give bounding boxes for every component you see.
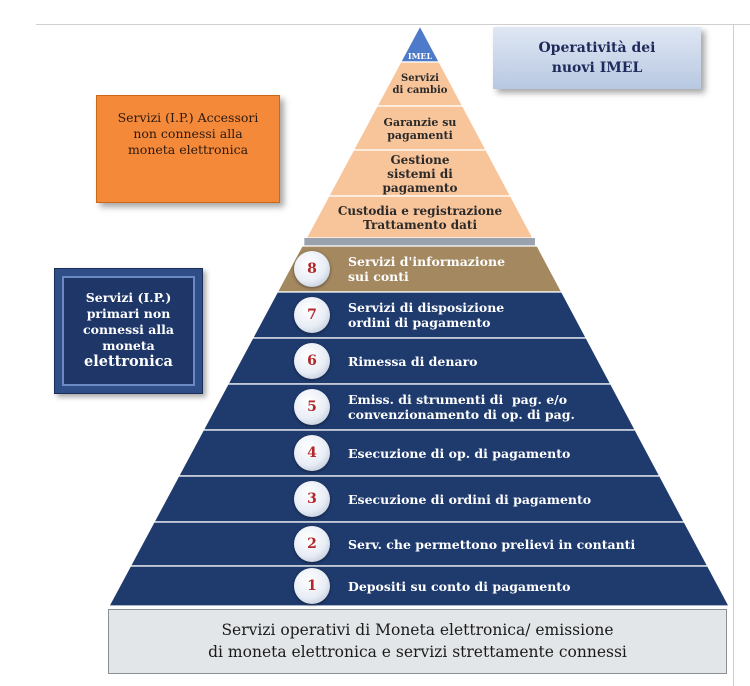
right-border-line (733, 24, 734, 686)
level-6-number-badge: 6 (294, 343, 330, 379)
level-8-number-badge: 8 (294, 251, 330, 287)
level-1-band (107, 565, 730, 607)
level-3-label: Esecuzione di ordini di pagamento (348, 491, 592, 507)
level-5-number-badge: 5 (294, 389, 330, 425)
primary-services-text: Servizi (I.P.) primari non connessi alla… (83, 290, 174, 353)
tier-garanzie-label: Garanzie su pagamenti (383, 116, 457, 142)
level-2-number-badge: 2 (294, 526, 330, 562)
level-5-label: Emiss. di strumenti di pag. e/o convenzi… (348, 392, 575, 422)
level-4-label: Esecuzione di op. di pagamento (348, 445, 571, 461)
level-8-label: Servizi d'informazione sui conti (348, 254, 506, 284)
level-1-number-badge: 1 (294, 568, 330, 604)
level-7-number-badge: 7 (294, 297, 330, 333)
title-box: Operatività dei nuovi IMEL (493, 27, 701, 89)
apex-label: IMEL (407, 51, 433, 61)
level-3-number-badge: 3 (294, 481, 330, 517)
primary-services-box: Servizi (I.P.) primari non connessi alla… (54, 268, 203, 394)
tier-separator-bar (304, 238, 535, 246)
tier-custodia-label: Custodia e registrazione Trattamento dat… (337, 204, 503, 232)
level-4-number-badge: 4 (294, 435, 330, 471)
level-1-label: Depositi su conto di pagamento (348, 578, 571, 594)
level-6-label: Rimessa di denaro (348, 353, 478, 369)
tier-gestione-sistemi-label: Gestione sistemi di pagamento (382, 153, 458, 195)
electronic-money-services-box: Servizi operativi di Moneta elettronica/… (108, 609, 727, 674)
electronic-money-services-text: Servizi operativi di Moneta elettronica/… (208, 621, 627, 661)
primary-services-inner: Servizi (I.P.) primari non connessi alla… (62, 276, 195, 386)
accessory-services-box: Servizi (I.P.) Accessori non connessi al… (96, 95, 280, 203)
level-2-label: Serv. che permettono prelievi in contant… (348, 536, 636, 552)
tier-servizi-di-cambio-label: Servizi di cambio (392, 73, 448, 96)
primary-services-text-big: elettronica (84, 353, 173, 370)
title-box-text: Operatività dei nuovi IMEL (538, 40, 656, 76)
accessory-services-text: Servizi (I.P.) Accessori non connessi al… (117, 110, 259, 157)
top-border-line (36, 24, 750, 25)
level-7-label: Servizi di disposizione ordini di pagame… (348, 300, 505, 330)
